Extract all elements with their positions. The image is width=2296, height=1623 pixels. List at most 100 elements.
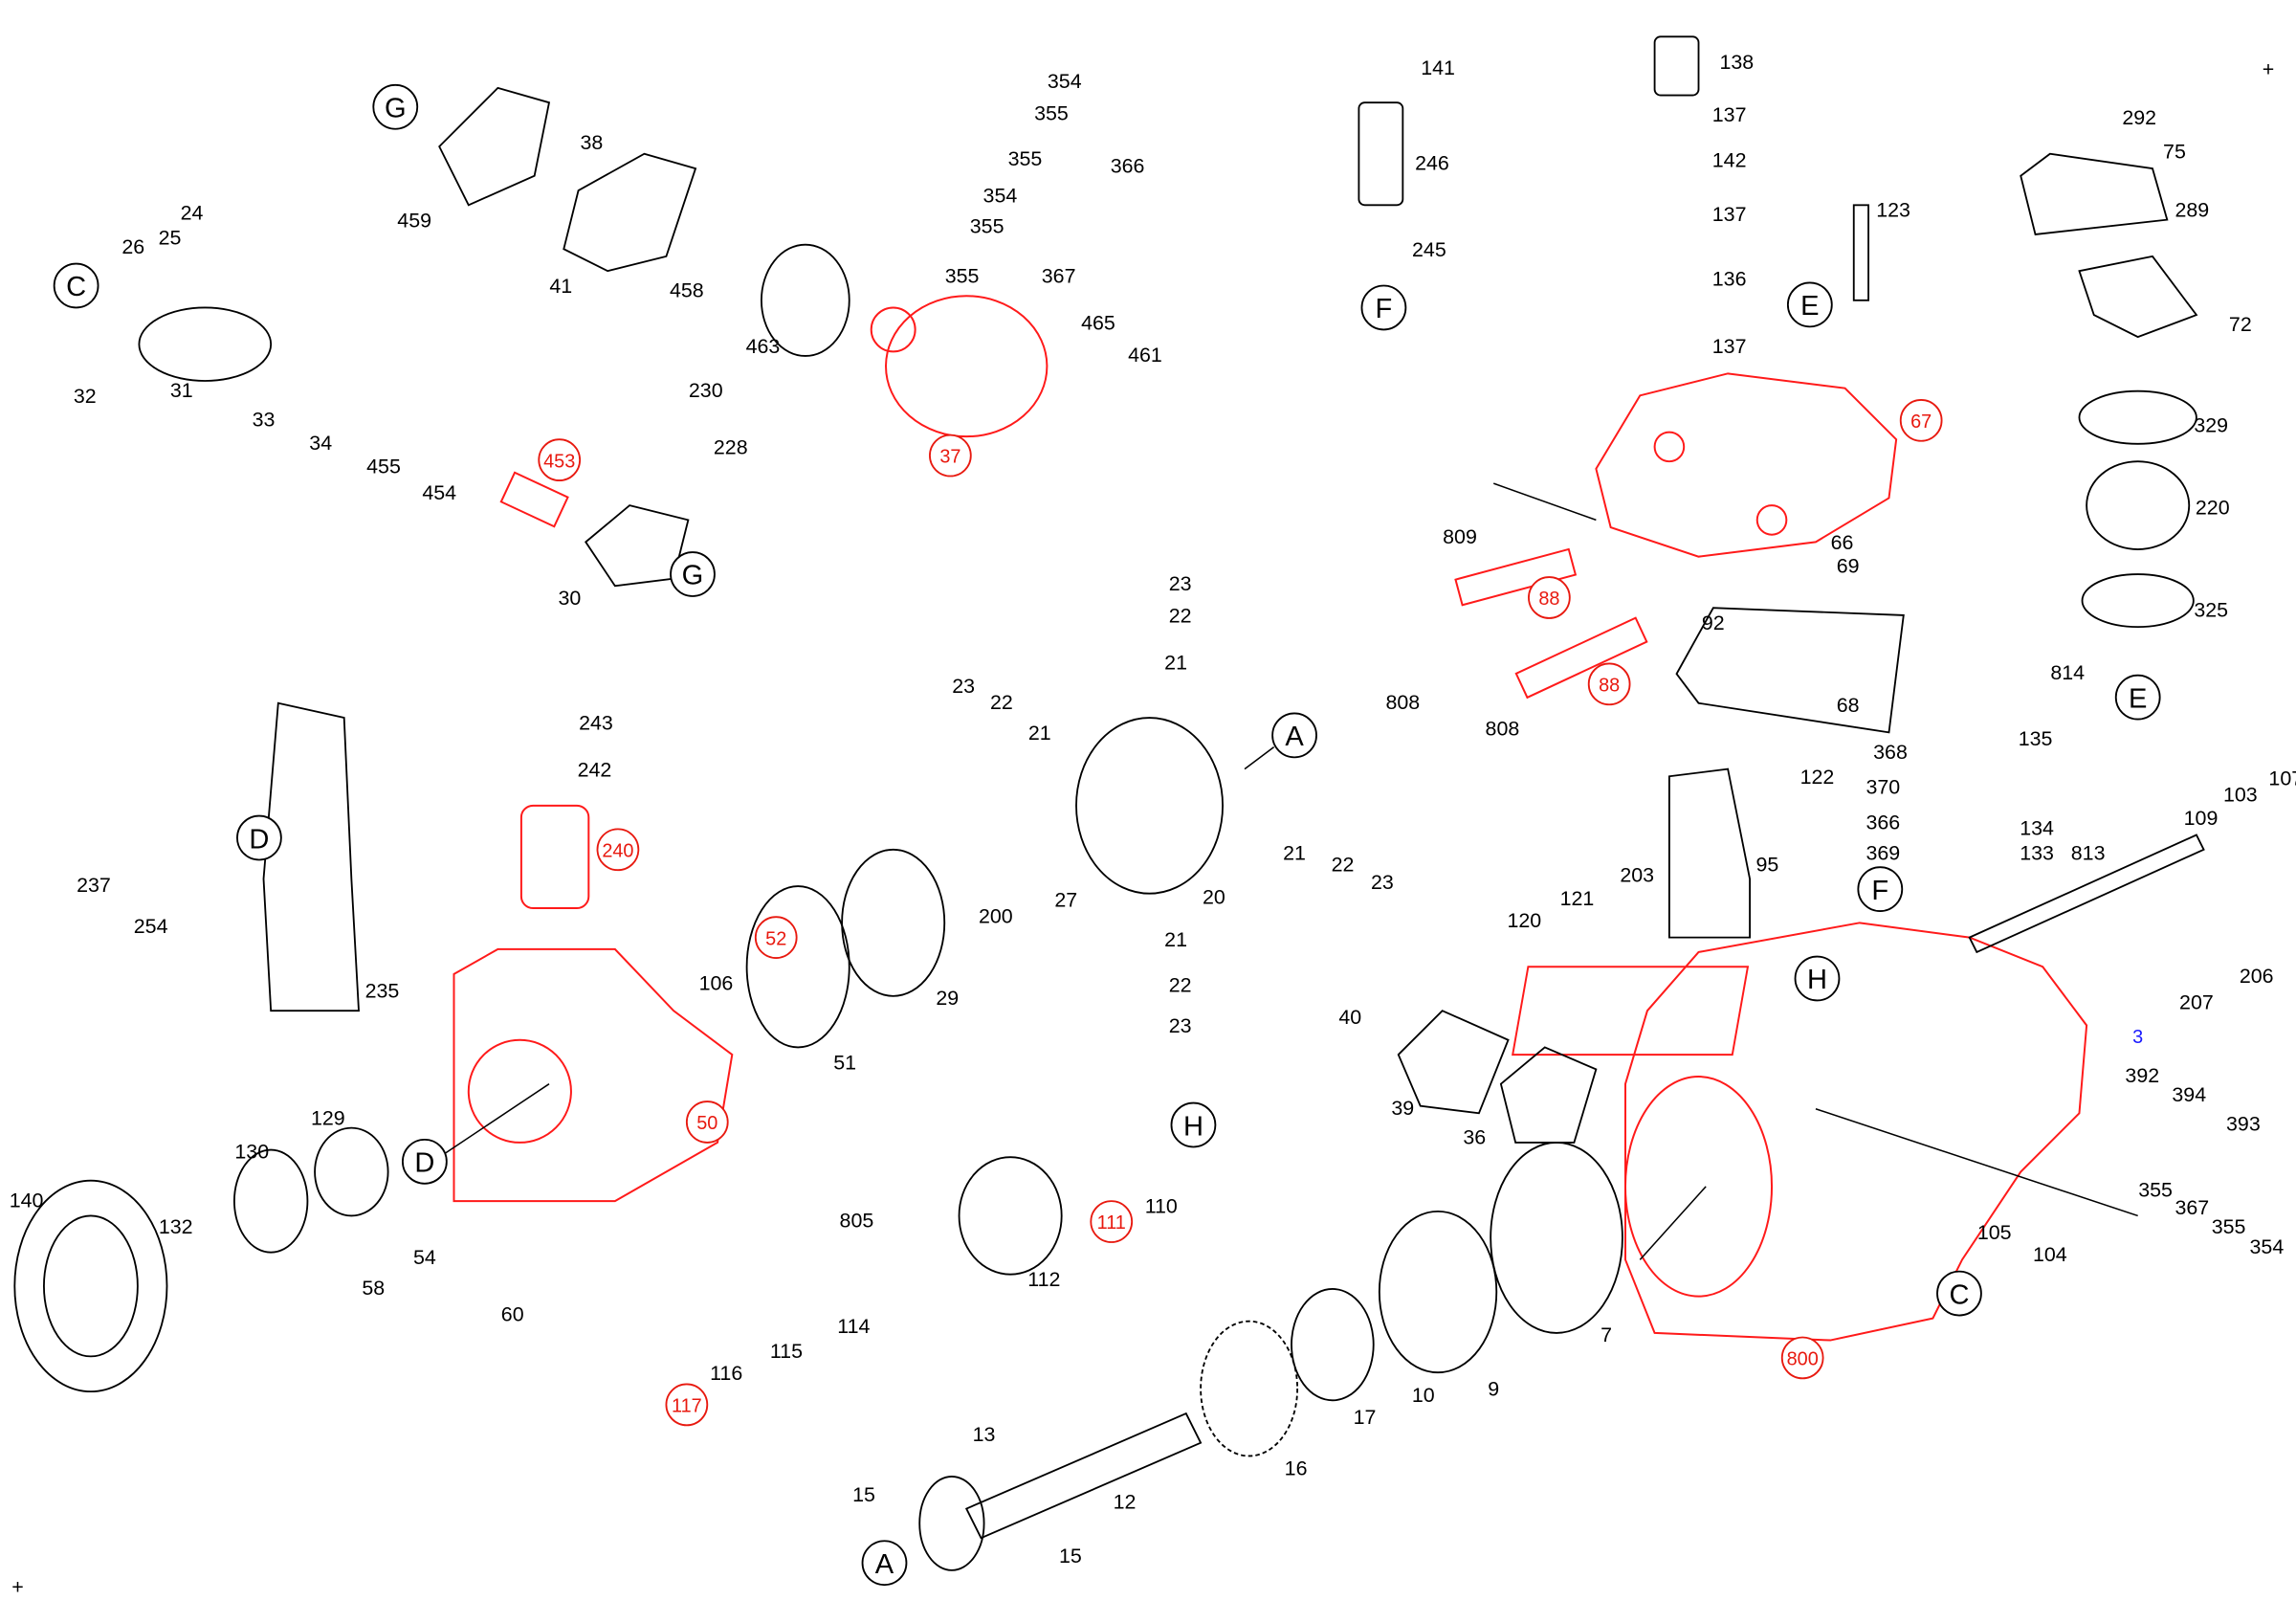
letter-text: C xyxy=(1949,1279,1969,1310)
part-number-label: 200 xyxy=(979,904,1013,927)
part-a-hub xyxy=(918,1475,985,1571)
part-number-label: 292 xyxy=(2122,106,2156,129)
letter-circle xyxy=(402,1138,448,1185)
part-number-label: 463 xyxy=(746,335,781,358)
reference-letter-G: G xyxy=(372,83,419,130)
part-number-label: 237 xyxy=(77,874,111,897)
reference-letter-G: G xyxy=(670,551,716,597)
part-number-label: 207 xyxy=(2179,991,2214,1014)
part-number-label: 235 xyxy=(365,979,400,1002)
part-number-label: 141 xyxy=(1421,56,1455,79)
reference-letter-C: C xyxy=(53,262,99,309)
part-number-label: 34 xyxy=(309,432,332,455)
reference-letter-H: H xyxy=(1170,1101,1217,1148)
distributor-head-67 xyxy=(1595,372,1898,558)
part-number-label: 355 xyxy=(945,264,980,287)
highlight-circle xyxy=(754,916,798,959)
part-number-label: 104 xyxy=(2033,1243,2067,1266)
part-number-label: 243 xyxy=(579,711,613,734)
gasket-36 xyxy=(1499,1046,1598,1144)
part-number-label: 220 xyxy=(2196,496,2230,519)
letter-text: A xyxy=(1285,722,1304,752)
part-number-label: 68 xyxy=(1837,694,1860,717)
highlighted-part-number: 111 xyxy=(1097,1212,1126,1234)
highlighted-part-111: 111 xyxy=(1090,1200,1134,1243)
part-number-label: 120 xyxy=(1508,909,1542,932)
highlighted-part-number: 240 xyxy=(602,840,633,861)
part-number-label: 354 xyxy=(1048,70,1082,93)
letter-text: D xyxy=(414,1148,434,1179)
part-88 xyxy=(1514,616,1648,700)
part-130 xyxy=(232,1148,309,1254)
letter-text: E xyxy=(2129,683,2147,714)
part-number-label: 458 xyxy=(670,279,704,302)
part-number-label: 72 xyxy=(2229,313,2252,336)
letter-text: D xyxy=(249,824,269,855)
part-number-label: 10 xyxy=(1412,1384,1435,1407)
part-number-label: 254 xyxy=(134,915,168,938)
part-20 xyxy=(1075,717,1224,895)
part-number-label: 122 xyxy=(1800,766,1835,789)
part-number-label: 393 xyxy=(2226,1113,2261,1136)
part-number-label: 206 xyxy=(2240,965,2274,988)
part-number-label: 21 xyxy=(1283,842,1306,865)
part-number-label: 245 xyxy=(1412,238,1446,261)
corner-mark: + xyxy=(2263,58,2275,81)
part-number-label: 66 xyxy=(1831,531,1854,554)
seal-140-inner xyxy=(43,1214,139,1358)
head-port xyxy=(1653,431,1686,463)
bolt-123 xyxy=(1852,204,1869,301)
part-number-label: 40 xyxy=(1338,1006,1361,1029)
highlighted-part-number: 67 xyxy=(1910,411,1932,433)
part-number-label: 23 xyxy=(1169,1014,1192,1037)
highlighted-part-number: 50 xyxy=(696,1113,718,1134)
part-number-label: 21 xyxy=(1164,652,1187,675)
part-50-bore xyxy=(467,1038,572,1144)
part-453 xyxy=(499,471,569,528)
part-number-label: 461 xyxy=(1128,344,1162,367)
reference-letter-D: D xyxy=(236,814,282,861)
part-37 xyxy=(885,295,1049,438)
part-number-label: 106 xyxy=(699,972,734,995)
solenoid-240 xyxy=(519,804,590,910)
highlighted-part-number: 453 xyxy=(543,451,575,472)
part-number-label: 367 xyxy=(1042,264,1076,287)
highlight-circle xyxy=(665,1383,709,1427)
letter-text: G xyxy=(385,93,407,123)
part-number-label: 355 xyxy=(970,214,1004,237)
leader-line xyxy=(1639,1186,1707,1260)
part-number-label: 814 xyxy=(2050,661,2085,684)
letter-circle xyxy=(1794,955,1841,1002)
part-number-label: 394 xyxy=(2172,1083,2206,1106)
part-number-label: 16 xyxy=(1285,1456,1308,1479)
letter-text: H xyxy=(1183,1111,1203,1142)
part-number-label: 112 xyxy=(1027,1268,1060,1291)
part-325 xyxy=(2081,573,2195,629)
corner-mark: + xyxy=(11,1575,24,1598)
letter-circle xyxy=(1936,1270,1982,1317)
letter-text: A xyxy=(875,1549,894,1580)
gasket-41 xyxy=(563,152,697,273)
part-number-label: 370 xyxy=(1866,776,1901,799)
letter-text: F xyxy=(1376,294,1393,324)
reference-letter-F: F xyxy=(1360,284,1407,331)
letter-circle xyxy=(1857,866,1904,912)
part-number-label: 22 xyxy=(1332,854,1355,877)
letter-text: F xyxy=(1871,876,1888,906)
part-number-label: 116 xyxy=(710,1362,742,1385)
reference-letter-H: H xyxy=(1794,955,1841,1002)
letter-circle xyxy=(236,814,282,861)
part-number-label: 246 xyxy=(1415,152,1449,175)
part-number-label: 95 xyxy=(1756,854,1779,877)
part-number-label: 36 xyxy=(1463,1125,1486,1148)
part-number-label: 134 xyxy=(2020,816,2054,839)
part-number-label: 24 xyxy=(181,202,204,225)
highlight-circle xyxy=(1090,1200,1134,1243)
part-number-label: 103 xyxy=(2223,783,2258,806)
part-246 xyxy=(1358,101,1404,207)
part-463 xyxy=(760,243,850,357)
part-number-label: 20 xyxy=(1203,885,1225,908)
highlight-circle xyxy=(1587,662,1631,706)
